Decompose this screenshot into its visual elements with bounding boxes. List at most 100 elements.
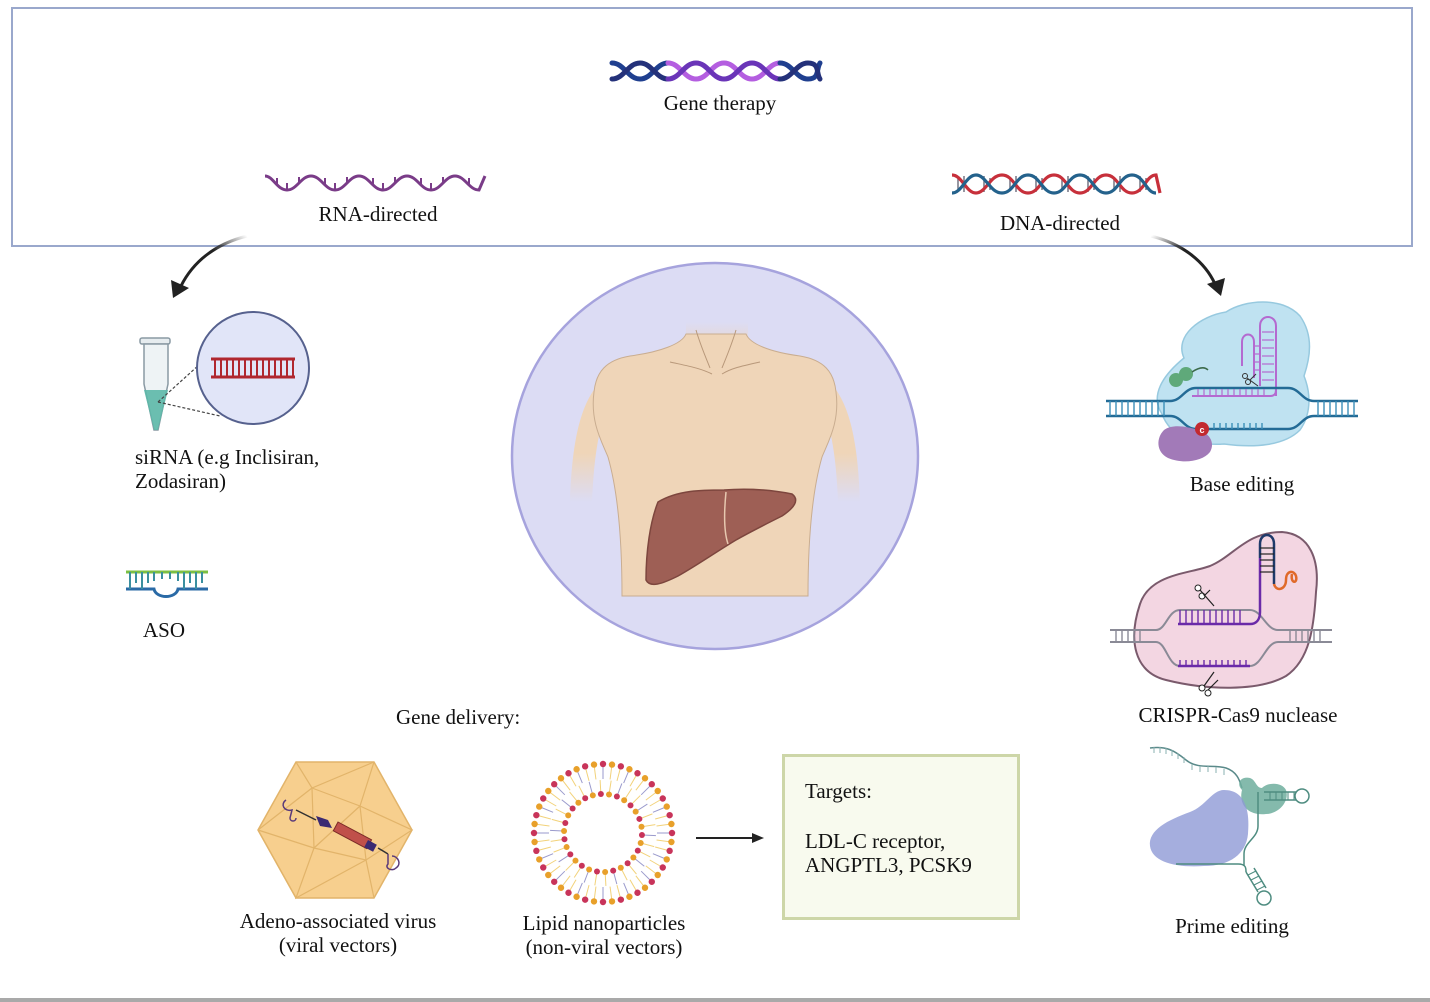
lipid-tail (550, 829, 564, 832)
lipid-tail (649, 859, 663, 868)
lipid-head (634, 770, 641, 777)
aav-label-line2: (viral vectors) (278, 933, 398, 957)
lipid-head (617, 763, 625, 770)
lipid-tail (561, 799, 573, 809)
lipid-tail (576, 882, 583, 897)
lipid-head (589, 792, 596, 799)
lipid-head (557, 884, 565, 891)
lipid-head (666, 847, 673, 855)
lipid-head (632, 808, 639, 815)
lipid-head (561, 836, 568, 843)
gene-delivery-title: Gene delivery: (396, 705, 521, 729)
lipid-head (641, 775, 649, 782)
lipid-tail (656, 839, 671, 843)
lipid-tail (642, 834, 656, 837)
lipid-head (590, 761, 598, 768)
lipid-head (569, 805, 576, 812)
lipid-head (540, 864, 547, 871)
lipid-tail (609, 765, 613, 780)
lipid-tail (623, 882, 630, 897)
dna-helix-icon (951, 173, 1162, 195)
lipid-tail (539, 853, 554, 860)
lipid-head (531, 820, 538, 828)
lipid-tail (652, 853, 667, 860)
lipid-head (557, 775, 565, 782)
lipid-head (578, 862, 585, 869)
lipid-tail (638, 850, 651, 858)
lipid-tail (543, 859, 557, 868)
lipid-head (621, 797, 628, 804)
lipid-head (545, 787, 552, 795)
lipid-head (666, 811, 673, 819)
lipid-tail (645, 791, 658, 801)
lipid-head (608, 761, 616, 768)
lipid-tail (593, 886, 597, 901)
lipid-head (627, 802, 634, 809)
base-editing-label: Base editing (1189, 472, 1295, 496)
lipid-head (626, 766, 633, 773)
lipid-tail (568, 879, 577, 893)
lipid-tail (640, 784, 652, 796)
targets-line1: LDL-C receptor, (805, 829, 946, 853)
lipid-head (572, 857, 579, 864)
arrow-to-targets (696, 833, 764, 843)
lipid-head (610, 867, 617, 874)
lipid-tail (627, 863, 637, 875)
lipid-tail (629, 773, 638, 787)
targets-title: Targets: (805, 779, 872, 803)
lipid-head (617, 896, 625, 903)
lipid-tail (649, 798, 663, 807)
lipid-head (599, 760, 607, 768)
lipid-tail (576, 769, 583, 784)
lipid-head (638, 823, 645, 830)
lipid-head (565, 889, 572, 896)
lipid-tail (561, 778, 571, 791)
lipid-head (626, 893, 633, 900)
lipid-head (597, 791, 604, 798)
targets-line2: ANGPTL3, PCSK9 (805, 853, 972, 877)
lipid-head (668, 829, 676, 837)
lipid-head (573, 766, 580, 773)
lipid-nanoparticle-icon (530, 760, 676, 906)
lipid-tail (553, 846, 566, 853)
lipid-tail (578, 785, 586, 798)
lipid-tail (584, 767, 590, 781)
lipid-head (659, 795, 666, 802)
lipid-tail (565, 860, 576, 871)
lipid-head (593, 868, 600, 875)
lipid-head (637, 840, 644, 847)
lipid-head (599, 898, 607, 906)
lipid-head (561, 828, 568, 835)
torso-liver-illustration (510, 261, 920, 651)
lipid-head (636, 815, 643, 822)
sirna-magnified-circle (196, 311, 310, 425)
lipid-head (606, 791, 613, 798)
lipid-tail (555, 808, 568, 816)
lipid-tail (548, 791, 561, 801)
sirna-label-line2: Zodasiran) (135, 469, 226, 493)
prime-editing-icon (1149, 746, 1310, 906)
lipid-head (540, 795, 547, 802)
targets-box: Targets: LDL-C receptor, ANGPTL3, PCSK9 (782, 754, 1020, 920)
lipid-tail (569, 791, 579, 803)
lipid-tail (623, 769, 630, 784)
lipid-tail (652, 806, 667, 813)
lipid-head (634, 889, 641, 896)
lipid-tail (550, 838, 564, 842)
lipid-tail (543, 798, 557, 807)
lipid-head (590, 898, 598, 905)
lipid-tail (554, 784, 566, 796)
lipid-tail (616, 767, 622, 781)
dna-directed-label: DNA-directed (999, 211, 1121, 235)
lipid-tail (636, 803, 648, 812)
lipid-head (536, 856, 543, 863)
lipid-head (575, 799, 582, 806)
double-helix-icon (609, 60, 823, 82)
rna-strand-icon (264, 174, 487, 192)
lipid-head (630, 854, 637, 861)
lipid-tail (548, 865, 561, 875)
lipid-head (563, 844, 570, 851)
gene-therapy-header-box (11, 7, 1413, 247)
lipid-head (634, 847, 641, 854)
svg-text:c: c (1199, 425, 1204, 435)
